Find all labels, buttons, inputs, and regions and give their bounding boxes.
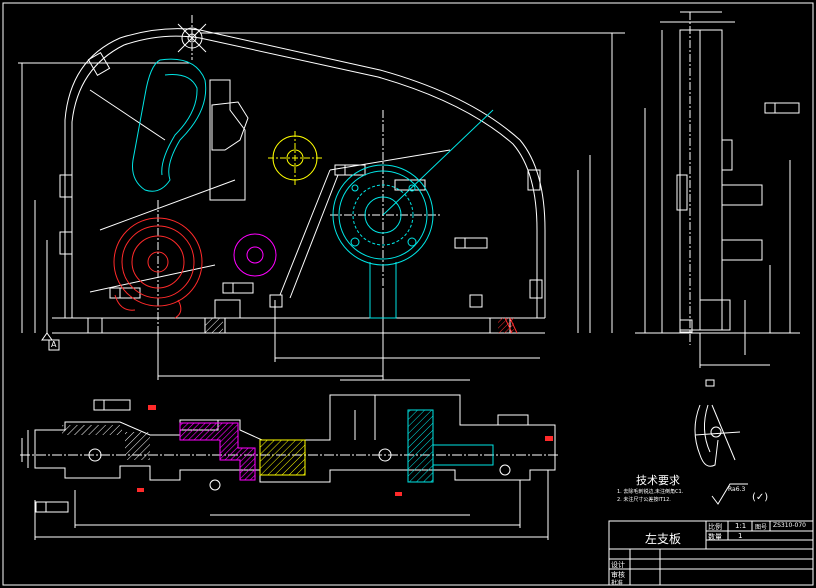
hatch-left xyxy=(62,425,122,435)
front-view xyxy=(18,15,625,380)
roughness-value: Ra6.3 xyxy=(728,486,746,493)
drawing-no: ZS310-070 xyxy=(773,522,806,529)
hatch-cyan-2 xyxy=(432,444,494,466)
cyan-wheel xyxy=(332,164,434,319)
hatch-left-2 xyxy=(125,432,150,460)
side-view xyxy=(635,11,800,368)
cyan-slot xyxy=(132,58,207,192)
red-wheel xyxy=(113,217,203,319)
red-markers xyxy=(137,405,553,496)
hatch-red-front xyxy=(498,318,514,333)
checker-label: 审核 xyxy=(611,571,625,579)
hatch-cyan xyxy=(407,409,434,483)
tech-req-line-1: 1. 去除毛刺锐边,未注倒角C1. xyxy=(617,489,684,495)
detail-view xyxy=(694,379,741,467)
tech-req-line-2: 2. 未注尺寸公差按IT12. xyxy=(617,497,671,503)
ratio-value: 1:1 xyxy=(735,522,747,530)
designer-label: 设计 xyxy=(611,561,625,569)
part-name: 左支板 xyxy=(645,532,682,546)
magenta-circle xyxy=(233,233,277,277)
datum-letter: A xyxy=(51,340,57,349)
tech-req-title: 技术要求 xyxy=(636,474,680,487)
title-block-frame xyxy=(608,520,814,586)
roughness-paren: (✓) xyxy=(752,492,769,503)
qty-label: 数量 xyxy=(708,533,722,541)
approver-label: 批准 xyxy=(611,580,624,587)
drawing-no-label: 图号 xyxy=(755,524,768,531)
ratio-label: 比例 xyxy=(708,523,722,531)
qty-value: 1 xyxy=(738,532,743,540)
hatch-yellow xyxy=(259,439,306,476)
roughness-symbol xyxy=(711,483,748,505)
hatch-magenta xyxy=(179,422,256,481)
pivot-circle xyxy=(177,23,207,53)
hatch-white-front xyxy=(205,318,223,333)
yellow-circle xyxy=(268,131,322,185)
